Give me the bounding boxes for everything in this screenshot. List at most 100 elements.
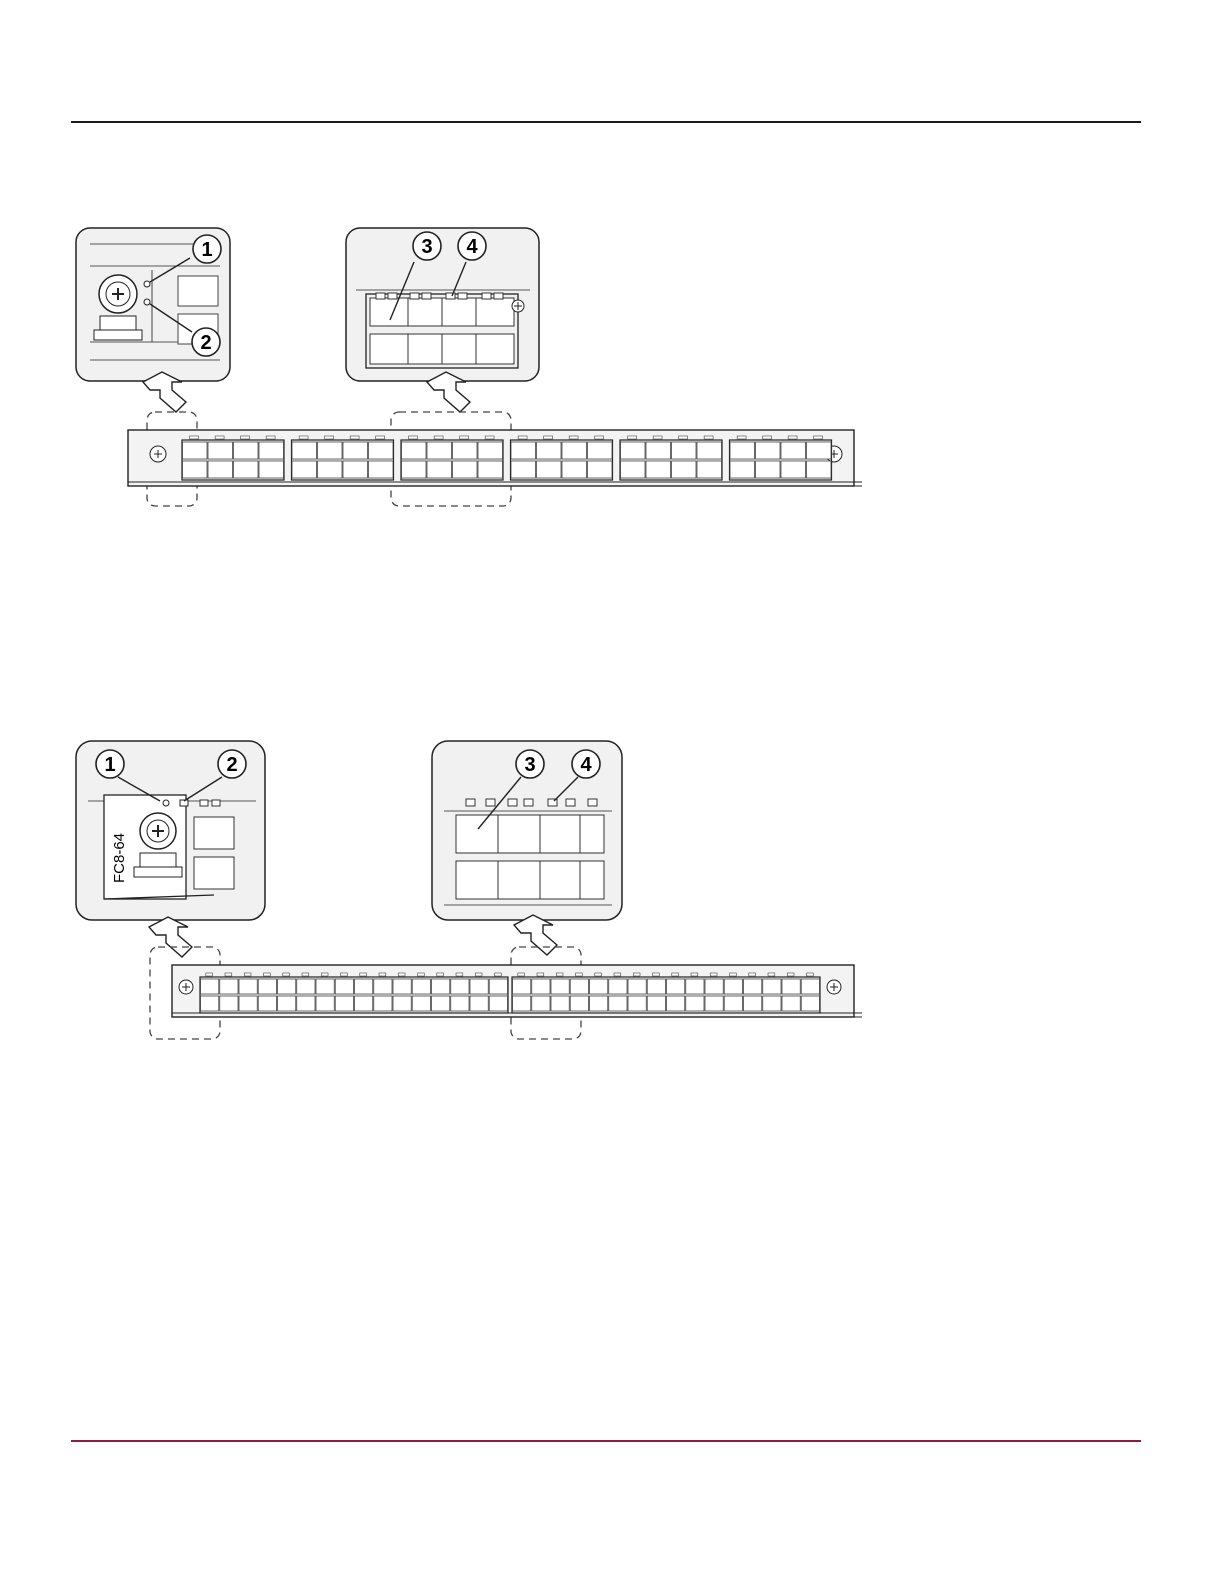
sfp-port: [183, 461, 208, 478]
sfp-port: [208, 442, 233, 459]
sfp-port: [513, 979, 531, 994]
sfp-port: [551, 996, 569, 1011]
port-led-icon: [737, 436, 746, 439]
sfp-port: [782, 979, 800, 994]
sfp-port: [705, 979, 723, 994]
sfp-port: [807, 442, 832, 459]
figure-2-drawing: FC8-64 1: [0, 735, 1224, 1055]
port-led-icon: [628, 436, 637, 439]
sfp-port: [259, 461, 284, 478]
callout-3: 3: [516, 750, 544, 778]
sfp-port: [478, 442, 503, 459]
sfp-port: [451, 979, 469, 994]
zoom-panel-right: [346, 228, 539, 381]
sfp-port: [763, 996, 781, 1011]
sfp-port: [609, 996, 627, 1011]
port-led-icon: [302, 973, 309, 976]
sfp-port: [183, 442, 208, 459]
sfp-port: [343, 442, 368, 459]
sfp-port: [316, 979, 334, 994]
zoom-arrow-left-icon: [149, 917, 192, 957]
sfp-port: [562, 442, 587, 459]
sfp-port: [234, 461, 259, 478]
port-led-icon: [730, 973, 737, 976]
sfp-port: [672, 442, 697, 459]
port-led-icon: [225, 973, 232, 976]
port-led-icon: [807, 973, 814, 976]
port-led-icon: [266, 436, 275, 439]
sfp-port: [220, 979, 238, 994]
callout-4-label: 4: [466, 236, 478, 258]
sfp-port: [208, 461, 233, 478]
sfp-port: [647, 979, 665, 994]
sfp-port: [647, 996, 665, 1011]
callout-2: 2: [192, 328, 220, 356]
port-led-icon: [341, 973, 348, 976]
sfp-port: [427, 461, 452, 478]
port-led-icon: [653, 973, 660, 976]
sfp-port: [588, 442, 613, 459]
sfp-port: [355, 979, 373, 994]
figure-port-blade-48: 1 2 3 4: [0, 220, 1224, 520]
port-led-icon: [485, 436, 494, 439]
sfp-port: [697, 461, 722, 478]
port-led-icon: [518, 973, 525, 976]
sfp-port: [451, 996, 469, 1011]
sfp-port: [801, 979, 819, 994]
sfp-port: [621, 461, 646, 478]
callout-3-label: 3: [421, 236, 432, 258]
sfp-port: [756, 461, 781, 478]
sfp-port: [393, 979, 411, 994]
callout-4: 4: [458, 232, 486, 260]
sfp-port: [570, 979, 588, 994]
sfp-port: [672, 461, 697, 478]
figure-port-blade-64: FC8-64 1: [0, 735, 1224, 1055]
sfp-port: [667, 979, 685, 994]
port-led-icon: [460, 436, 469, 439]
port-led-icon: [653, 436, 662, 439]
port-led-icon: [241, 436, 250, 439]
port-led-icon: [749, 973, 756, 976]
sfp-port: [590, 979, 608, 994]
port-led-icon: [206, 973, 213, 976]
port-led-icon: [215, 436, 224, 439]
callout-1: 1: [193, 235, 221, 263]
footer-rule: [71, 1440, 1141, 1442]
sfp-port: [335, 996, 353, 1011]
sfp-port: [374, 979, 392, 994]
sfp-port: [478, 461, 503, 478]
sfp-port: [697, 442, 722, 459]
sfp-port: [402, 442, 427, 459]
status-led-icon: [144, 281, 150, 287]
sfp-port: [318, 461, 343, 478]
sfp-port: [609, 979, 627, 994]
power-led-icon: [144, 299, 150, 305]
sfp-port: [646, 461, 671, 478]
sfp-port: [513, 996, 531, 1011]
port-led-icon: [409, 436, 418, 439]
sfp-port: [201, 996, 219, 1011]
sfp-port: [220, 996, 238, 1011]
sfp-port: [292, 442, 317, 459]
port-led-icon: [595, 436, 604, 439]
callout-3: 3: [413, 232, 441, 260]
port-led-icon: [475, 973, 482, 976]
port-led-icon: [518, 436, 527, 439]
port-blade-chassis: [128, 430, 862, 486]
port-led-icon: [814, 436, 823, 439]
sfp-port: [551, 979, 569, 994]
port-led-icon: [633, 973, 640, 976]
port-led-icon: [768, 973, 775, 976]
sfp-port: [744, 996, 762, 1011]
port-led-icon: [537, 973, 544, 976]
port-led-icon: [569, 436, 578, 439]
sfp-port: [453, 442, 478, 459]
port-led-icon: [283, 973, 290, 976]
sfp-port: [239, 979, 257, 994]
sfp-port: [537, 461, 562, 478]
port-led-icon: [556, 973, 563, 976]
sfp-port: [763, 979, 781, 994]
sfp-port: [686, 996, 704, 1011]
sfp-port: [537, 442, 562, 459]
sfp-port: [297, 979, 315, 994]
